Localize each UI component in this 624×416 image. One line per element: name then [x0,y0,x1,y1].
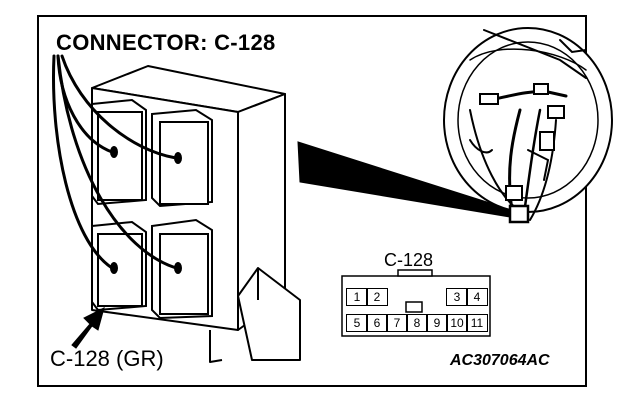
pin-diagram-title: C-128 [384,250,434,270]
pin-cell: 4 [466,288,488,306]
pin-cell: 5 [346,314,368,332]
terminal-block-bottom-right [151,218,213,320]
vehicle-location-view [443,27,613,224]
terminal-block-top-left [91,98,147,206]
pin-cell: 3 [446,288,468,306]
pin-cell: 10 [446,314,468,332]
figure-code: AC307064AC [450,352,550,369]
connector-label: C-128 (GR) [50,346,164,371]
terminal-block-bottom-left [91,220,147,312]
diagram-title: CONNECTOR: C-128 [56,30,276,55]
pin-cell: 1 [346,288,368,306]
pin-cell: 9 [426,314,448,332]
wire-entry-dots [110,146,182,274]
pin-cell: 6 [366,314,388,332]
pointer-arrow [71,307,105,349]
pin-cell: 7 [386,314,408,332]
diagram-border [37,15,587,387]
pin-cell: 11 [466,314,488,332]
pin-cell: 2 [366,288,388,306]
harness-wires [52,54,178,270]
pin-cell: 8 [406,314,428,332]
